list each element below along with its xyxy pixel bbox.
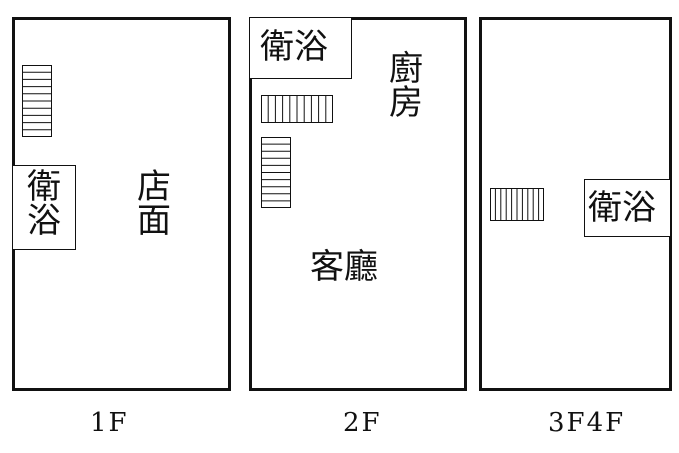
bathroom-3f4f-label: 衛浴 <box>588 188 656 228</box>
floor-caption-3f4f: 3F4F <box>548 408 626 438</box>
stairs-2f-horizontal <box>261 95 333 123</box>
floor-caption-2f: 2F <box>343 408 382 438</box>
shop-label: 店 面 <box>137 167 171 241</box>
bathroom-1f-label: 衛 浴 <box>27 167 61 241</box>
bathroom-2f <box>249 17 352 79</box>
kitchen-label: 廚 房 <box>389 49 423 123</box>
bathroom-2f-label: 衛浴 <box>260 27 328 67</box>
living-room-label: 客廳 <box>310 247 378 287</box>
bathroom-1f <box>12 165 76 250</box>
stairs-2f-vertical <box>261 137 291 208</box>
bathroom-3f4f <box>584 179 671 237</box>
stairs-1f <box>22 65 52 137</box>
stairs-3f4f <box>490 188 544 221</box>
floor-caption-1f: 1F <box>90 408 129 438</box>
